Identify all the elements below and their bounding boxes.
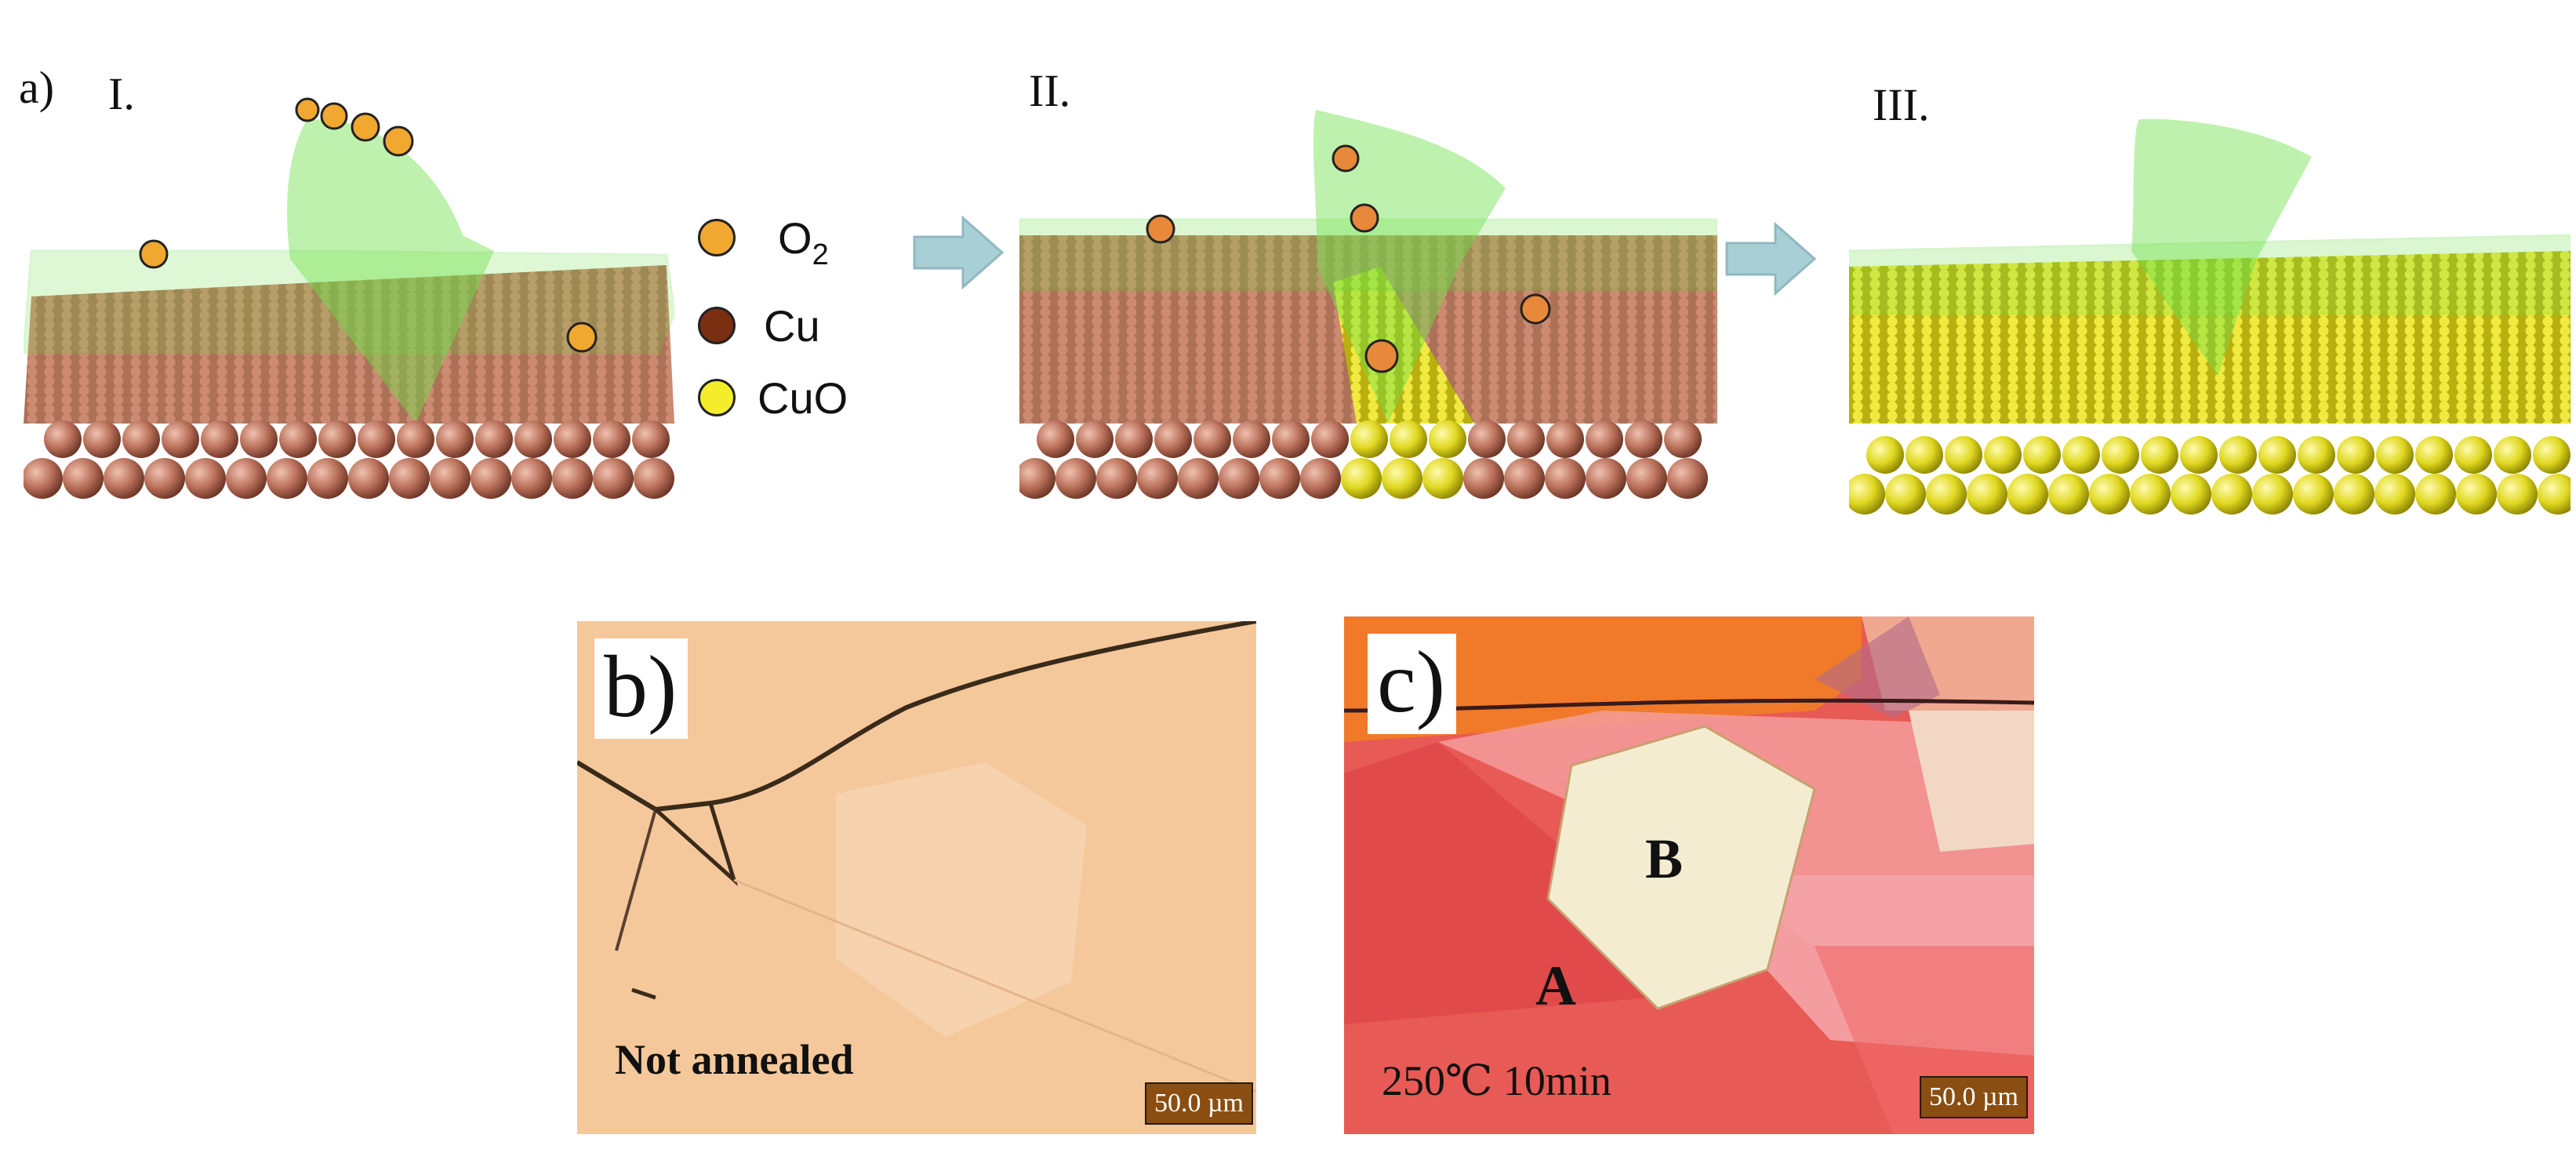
copper-oxide-stripe — [1333, 267, 1474, 424]
panel-b-caption: Not annealed — [615, 1036, 854, 1083]
panel-c-label: c) — [1368, 634, 1457, 734]
legend-o2-subscript: 2 — [812, 238, 829, 271]
scale-bar: 50.0 µm — [1144, 1082, 1253, 1125]
legend-item-o2: O2 — [698, 210, 829, 271]
legend-cu-label: Cu — [764, 300, 820, 351]
legend-cuo-label: CuO — [758, 373, 848, 423]
graphene-fold — [287, 119, 494, 424]
graphene-sheet — [1019, 218, 1717, 292]
stage-2-illustration — [1019, 110, 1717, 499]
scale-bar: 50.0 µm — [1919, 1076, 2028, 1118]
panel-a-label: a) — [19, 62, 55, 113]
stage-3-illustration — [1849, 118, 2571, 515]
micrograph-b: b) Not annealed 50.0 µm — [577, 621, 1256, 1134]
stage-2-label: II. — [1029, 65, 1071, 116]
micrograph-b-image — [577, 621, 1256, 1134]
graphene-fold — [2131, 118, 2312, 376]
stage-1-label: I. — [108, 68, 135, 119]
copper-oxide-surface — [1849, 251, 2571, 424]
arrow-icon — [1725, 221, 1817, 296]
graphene-fold — [1313, 110, 1506, 424]
cuo-swatch — [698, 379, 736, 416]
arrow-icon — [913, 215, 1005, 290]
o2-swatch — [698, 219, 736, 256]
copper-oxide-front-row — [1849, 436, 2571, 515]
graphene-domain — [836, 762, 1087, 1037]
graphene-domain — [1546, 725, 1816, 1010]
copper-surface — [24, 265, 674, 424]
crack-line — [577, 621, 1256, 813]
legend-o2-label: O — [778, 213, 812, 263]
legend-item-cuo: CuO — [698, 370, 848, 425]
micrograph-c: c) B A 250℃ 10min 50.0 µm — [1344, 616, 2034, 1134]
oxygen-molecules — [139, 97, 598, 353]
panel-c-caption: 250℃ 10min — [1382, 1057, 1611, 1104]
cu-swatch — [698, 307, 736, 344]
stage-3-label: III. — [1873, 79, 1930, 130]
legend-item-cu: Cu — [698, 298, 820, 353]
micrograph-c-image — [1344, 616, 2034, 1134]
oxygen-molecules — [1146, 144, 1551, 373]
front-row — [1019, 420, 1708, 499]
copper-front-row — [24, 420, 674, 499]
region-a-label: A — [1535, 955, 1576, 1017]
stage-1-illustration — [24, 97, 674, 499]
graphene-sheet — [1849, 234, 2571, 315]
region-b-label: B — [1645, 827, 1684, 890]
graphene-sheet — [24, 249, 674, 355]
panel-b-label: b) — [594, 638, 689, 739]
